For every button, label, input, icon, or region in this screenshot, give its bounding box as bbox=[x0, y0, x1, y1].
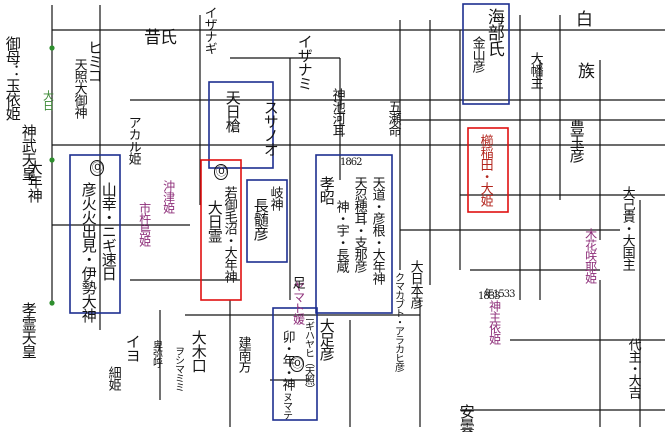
box-yamasachi-badge: Ⓞ bbox=[90, 160, 104, 176]
box-wakamikenuma bbox=[200, 159, 242, 301]
box-nigihayahi-badge: Ⓞ bbox=[290, 356, 304, 372]
box-wakamikenuma-text-1: 若御毛沼・大年神 bbox=[221, 186, 237, 282]
box-amabe-text-1: 金山彦 bbox=[469, 36, 485, 72]
label-seki-clan: 昔氏 bbox=[144, 28, 177, 48]
box-oshihomimi-badge: 1862 bbox=[340, 157, 362, 168]
label-kamitamayori: 神主依姫 bbox=[487, 300, 502, 344]
box-kushiinada bbox=[467, 127, 509, 213]
label-jimmu: 神武天皇 bbox=[19, 124, 38, 180]
label-amaterasu: 天照大御神 bbox=[71, 58, 87, 118]
label-year-1833: 1833 bbox=[478, 291, 500, 302]
label-azumi: 安曇 bbox=[457, 404, 476, 432]
box-nagasunehiko-text-2: 長髄彦 bbox=[251, 198, 270, 240]
label-year-1533: 年1533 bbox=[484, 289, 515, 300]
label-ichikishima: 市杵島姫 bbox=[137, 202, 152, 246]
label-takeminakata: 建南方 bbox=[235, 336, 251, 372]
box-nigihayahi-text-3: ヌマテ bbox=[280, 392, 292, 419]
box-amabe-clan bbox=[462, 3, 510, 105]
box-oshihomimi-text-2: 天忍穂耳・支那彦 bbox=[351, 176, 367, 272]
label-korei: 孝霊天皇 bbox=[19, 302, 38, 358]
label-oyamato: 大日本彦 bbox=[407, 260, 423, 308]
label-iyo: イヨ bbox=[123, 334, 142, 362]
highlight-boxes bbox=[69, 3, 510, 421]
lineage-dots bbox=[49, 45, 55, 306]
label-dainichi: 大日 bbox=[41, 90, 55, 110]
box-wakamikenuma-text-2: 大日霊 bbox=[205, 200, 224, 242]
label-susanoo: スサノオ bbox=[261, 100, 280, 156]
box-amabe-text-2: 海部氏 bbox=[483, 8, 504, 56]
box-nigihayahi-text-1: ニギハヤヒ（天照） bbox=[302, 312, 314, 393]
label-otoshi: 大年神 bbox=[25, 160, 44, 202]
label-hoso-hime: 細姫 bbox=[105, 366, 121, 390]
label-kamikawamimi: 神池河耳 bbox=[329, 88, 345, 136]
box-wakamikenuma-badge: Ⓞ bbox=[214, 164, 228, 180]
label-konohanasakuya: 木花咲耶姫 bbox=[583, 228, 598, 283]
box-nigihayahi bbox=[272, 307, 318, 421]
box-yamasachi bbox=[69, 154, 121, 314]
label-izanami: イザナミ bbox=[295, 34, 314, 90]
label-akaru-hime: アカル姫 bbox=[125, 116, 141, 164]
box-oshihomimi bbox=[315, 154, 393, 314]
label-kotoshiro: 代主・大吉 bbox=[625, 338, 641, 398]
label-mother-tamayori: 御母：玉依姫 bbox=[3, 36, 22, 120]
box-kushiinada-text: 櫛稲田・大姫 bbox=[477, 134, 493, 206]
box-yamasachi-text-2: 彦火火出見・伊勢大神 bbox=[79, 182, 98, 322]
label-okuninushi: 大己貴・大国主 bbox=[619, 186, 635, 270]
label-yamato-hime: ヤマト媛 bbox=[291, 280, 306, 324]
label-himiko: ヒミコ bbox=[85, 40, 104, 82]
label-ohatanushi: 大幡主 bbox=[527, 52, 543, 88]
label-ookiguchi: 大木口 bbox=[189, 330, 208, 372]
label-itsuse: 五瀬命 bbox=[385, 100, 401, 136]
label-okitsu: 沖津姫 bbox=[161, 180, 176, 213]
label-tari: 足 bbox=[289, 276, 305, 288]
label-kosho: 孝昭 bbox=[317, 176, 336, 204]
label-izanagi: イザナギ bbox=[201, 6, 217, 54]
box-nagasunehiko bbox=[246, 179, 288, 263]
box-amenohiboko-text: 天日槍 bbox=[223, 90, 242, 132]
label-himiko-small: 卑弥呼 bbox=[150, 340, 162, 367]
label-otarashi: 大足彦 bbox=[317, 318, 336, 360]
label-shiro: 白 bbox=[576, 10, 593, 30]
lineage-lines bbox=[51, 5, 665, 427]
box-nagasunehiko-text-1: 岐神 bbox=[267, 186, 283, 210]
box-nigihayahi-text-2: 卯・年・神 bbox=[279, 330, 295, 390]
box-yamasachi-text-1: 山幸・ニギ速日 bbox=[99, 182, 118, 280]
label-toyotamahiko: 豊玉彦 bbox=[567, 120, 586, 162]
label-kumakabuto: クマカブト・アラカヒ彦 bbox=[392, 272, 404, 371]
label-oshimami: ヲシマミミ bbox=[172, 346, 184, 391]
box-oshihomimi-text-1: 天道・彦根・大年神 bbox=[369, 176, 385, 284]
box-oshihomimi-text-3: 神・宇・長蔵 bbox=[333, 200, 349, 272]
label-zoku: 族 bbox=[578, 62, 595, 82]
